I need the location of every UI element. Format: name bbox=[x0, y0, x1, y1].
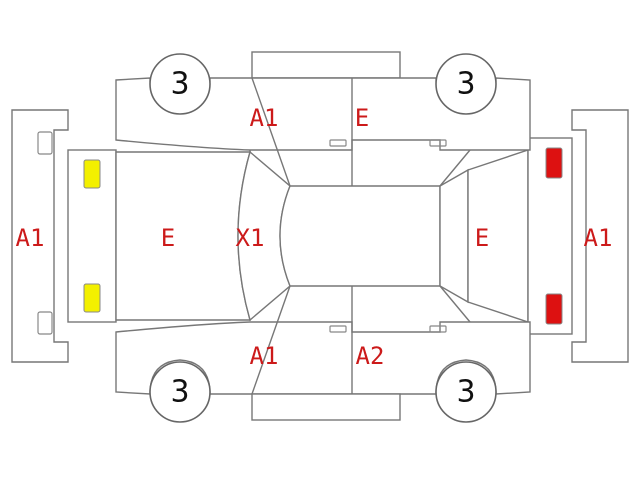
tire-front-right: 3 bbox=[149, 361, 211, 423]
hood-panel bbox=[115, 151, 251, 321]
front-bumper bbox=[11, 109, 69, 363]
tire-rear-left: 3 bbox=[435, 53, 497, 115]
rear-bumper bbox=[571, 109, 629, 363]
tire-rear-left-label: 3 bbox=[456, 67, 475, 102]
bottom-roof-rail bbox=[251, 393, 401, 421]
rear-fascia bbox=[527, 137, 573, 335]
bottom-front-door-handle bbox=[329, 325, 347, 333]
tire-rear-right-label: 3 bbox=[456, 375, 475, 410]
tire-front-right-label: 3 bbox=[170, 375, 189, 410]
front-left-fog-lamp-outline bbox=[37, 131, 53, 155]
trunk-code: E bbox=[475, 224, 489, 252]
tire-front-left-label: 3 bbox=[170, 67, 189, 102]
top-front-door-handle bbox=[329, 139, 347, 147]
top-front-door-code: A1 bbox=[250, 104, 279, 132]
top-rear-door-handle bbox=[429, 139, 447, 147]
front-right-fog-lamp-outline bbox=[37, 311, 53, 335]
hood-code: E bbox=[161, 224, 175, 252]
front-bumper-code: A1 bbox=[16, 224, 45, 252]
roof-panel bbox=[279, 185, 441, 287]
front-fascia bbox=[67, 149, 117, 323]
windshield-code: X1 bbox=[236, 224, 265, 252]
rear-left-taillamp-icon bbox=[545, 147, 563, 179]
bottom-side-profile bbox=[115, 285, 531, 421]
rear-bumper-code: A1 bbox=[584, 224, 613, 252]
bottom-front-door-code: A1 bbox=[250, 342, 279, 370]
bottom-rear-door-code: A2 bbox=[356, 342, 385, 370]
top-side-profile bbox=[115, 51, 531, 187]
tire-front-left: 3 bbox=[149, 53, 211, 115]
bottom-rear-door-handle bbox=[429, 325, 447, 333]
rear-window-panel bbox=[439, 168, 469, 304]
top-rear-door-code: E bbox=[355, 104, 369, 132]
top-roof-rail bbox=[251, 51, 401, 79]
rear-right-taillamp-icon bbox=[545, 293, 563, 325]
front-right-headlamp-icon bbox=[83, 283, 101, 313]
front-left-headlamp-icon bbox=[83, 159, 101, 189]
tire-rear-right: 3 bbox=[435, 361, 497, 423]
